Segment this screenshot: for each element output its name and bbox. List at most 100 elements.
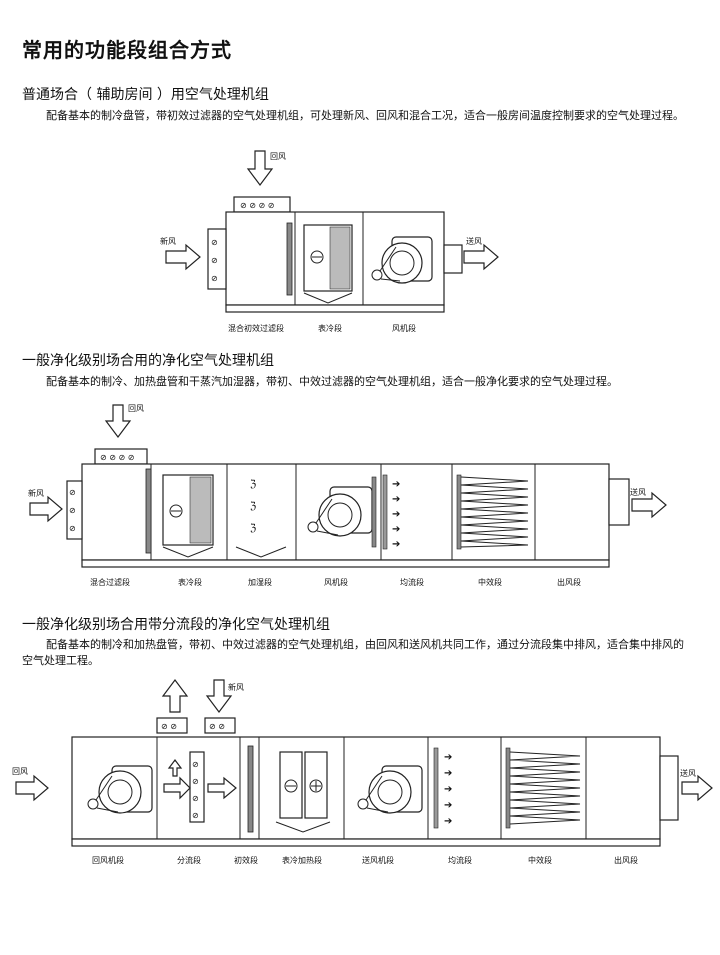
primary-filter <box>145 468 152 554</box>
svg-text:⊘ ⊘ ⊘ ⊘: ⊘ ⊘ ⊘ ⊘ <box>240 201 274 210</box>
segment-label: 初效段 <box>234 855 258 865</box>
segment-label: 均流段 <box>448 855 472 865</box>
section-3-description: 配备基本的制冷和加热盘管，带初、中效过滤器的空气处理机组，由回风和送风机共同工作… <box>22 638 684 667</box>
bag-filter <box>456 474 529 550</box>
segment-label: 风机段 <box>324 577 348 587</box>
segment-label: 混合初效过滤段 <box>228 323 284 333</box>
return-air-label: 回风 <box>270 152 286 161</box>
primary-filter <box>247 745 254 833</box>
section-2-diagram: 回风 ⊘ ⊘ ⊘ ⊘ ⊘ ⊘ ⊘ 新风 ℨ ℨ ℨ ➔ ➔ ➔ ➔ ➔ <box>28 404 667 587</box>
svg-text:⊘ ⊘: ⊘ ⊘ <box>209 722 225 731</box>
segment-label: 中效段 <box>478 577 502 587</box>
drain-pan <box>162 546 214 558</box>
svg-text:⊘ ⊘: ⊘ ⊘ <box>161 722 177 731</box>
segment-label: 回风机段 <box>92 855 124 865</box>
primary-filter <box>286 222 293 296</box>
supply-outlet <box>659 755 679 821</box>
return-air-label: 回风 <box>12 767 28 776</box>
fresh-air-label: 新风 <box>228 682 244 692</box>
svg-text:➔: ➔ <box>392 479 400 490</box>
fresh-air-damper <box>66 480 83 540</box>
page-title: 常用的功能段组合方式 <box>22 38 232 62</box>
fresh-air-arrow <box>29 495 63 523</box>
flow-equalizer: ➔ ➔ ➔ ➔ ➔ <box>382 474 400 550</box>
svg-text:⊘: ⊘ <box>192 777 199 786</box>
exhaust-damper <box>156 717 188 734</box>
return-air-label: 回风 <box>128 404 144 413</box>
supply-fan <box>357 765 423 814</box>
fresh-air-arrow <box>165 243 201 271</box>
ahu-base <box>81 559 610 568</box>
bag-filter <box>505 747 581 829</box>
return-air-arrow <box>246 150 274 186</box>
fresh-air-label: 新风 <box>160 236 176 246</box>
ahu-base <box>225 304 445 313</box>
svg-text:➔: ➔ <box>392 539 400 550</box>
segment-label: 均流段 <box>400 577 424 587</box>
supply-air-label: 送风 <box>466 236 482 246</box>
section-2-description: 配备基本的制冷、加热盘管和干蒸汽加湿器，带初、中效过滤器的空气处理机组，适合一般… <box>46 375 618 388</box>
segment-label: 加湿段 <box>248 577 272 587</box>
svg-text:➔: ➔ <box>392 524 400 535</box>
exhaust-air-arrow <box>161 679 189 713</box>
return-air-arrow <box>15 774 49 802</box>
svg-text:ℨ: ℨ <box>250 523 256 534</box>
segment-label: 中效段 <box>528 855 552 865</box>
svg-text:➔: ➔ <box>444 800 452 811</box>
section-2-heading: 一般净化级别场合用的净化空气处理机组 <box>22 353 274 369</box>
return-fan <box>87 765 153 814</box>
svg-text:➔: ➔ <box>444 816 452 827</box>
svg-text:➔: ➔ <box>444 752 452 763</box>
segment-label: 表冷加热段 <box>282 855 322 865</box>
segment-label: 出风段 <box>557 577 581 587</box>
segment-label: 表冷段 <box>178 577 202 587</box>
section-1-heading: 普通场合（ 辅助房间 ）用空气处理机组 <box>22 87 269 103</box>
supply-air-arrow <box>681 774 713 802</box>
segment-label: 送风机段 <box>362 855 394 865</box>
section-1-diagram: 回风 ⊘ ⊘ ⊘ ⊘ ⊘ ⊘ ⊘ 新风 送风 混合初效过滤段 表冷段 风机段 <box>160 150 499 333</box>
svg-text:⊘: ⊘ <box>192 794 199 803</box>
fresh-air-arrow <box>205 679 233 713</box>
segment-label: 分流段 <box>177 855 201 865</box>
supply-air-label: 送风 <box>680 768 696 778</box>
supply-fan <box>307 486 373 537</box>
supply-outlet <box>608 478 630 526</box>
svg-text:➔: ➔ <box>444 768 452 779</box>
supply-outlet <box>443 244 463 274</box>
svg-text:⊘: ⊘ <box>69 524 76 533</box>
segment-label: 混合过滤段 <box>90 577 130 587</box>
svg-text:⊘: ⊘ <box>192 760 199 769</box>
section-3-diagram: 新风 ⊘ ⊘ ⊘ ⊘ 回风 ⊘ ⊘ ⊘ ⊘ <box>12 679 713 865</box>
section-3-heading: 一般净化级别场合用带分流段的净化空气处理机组 <box>22 617 330 633</box>
svg-text:ℨ: ℨ <box>250 501 256 512</box>
segment-label: 表冷段 <box>318 323 342 333</box>
segment-label: 出风段 <box>614 855 638 865</box>
mixing-dampers: ⊘ ⊘ ⊘ ⊘ <box>163 751 237 823</box>
supply-air-arrow <box>463 243 499 271</box>
supply-air-label: 送风 <box>630 487 646 497</box>
svg-text:ℨ: ℨ <box>250 479 256 490</box>
flow-equalizer: ➔ ➔ ➔ ➔ ➔ <box>433 747 452 829</box>
fresh-air-damper <box>207 228 227 290</box>
supply-fan <box>371 236 433 284</box>
supply-air-arrow <box>631 491 667 519</box>
svg-text:⊘: ⊘ <box>211 238 218 247</box>
svg-text:➔: ➔ <box>392 509 400 520</box>
segment-label: 风机段 <box>392 323 416 333</box>
cooling-heating-coil <box>275 751 331 833</box>
svg-text:➔: ➔ <box>392 494 400 505</box>
svg-text:⊘ ⊘ ⊘ ⊘: ⊘ ⊘ ⊘ ⊘ <box>100 453 134 462</box>
section-1-description: 配备基本的制冷盘管，带初效过滤器的空气处理机组，可处理新风、回风和混合工况，适合… <box>46 109 684 122</box>
svg-text:⊘: ⊘ <box>192 811 199 820</box>
return-air-arrow <box>104 404 132 438</box>
svg-text:⊘: ⊘ <box>211 256 218 265</box>
ahu-base <box>71 838 661 847</box>
svg-text:⊘: ⊘ <box>69 506 76 515</box>
fresh-air-label: 新风 <box>28 488 44 498</box>
svg-text:⊘: ⊘ <box>211 274 218 283</box>
humidifier: ℨ ℨ ℨ <box>235 479 287 558</box>
svg-text:➔: ➔ <box>444 784 452 795</box>
svg-text:⊘: ⊘ <box>69 488 76 497</box>
fresh-air-damper <box>204 717 236 734</box>
drain-pan <box>303 292 353 304</box>
